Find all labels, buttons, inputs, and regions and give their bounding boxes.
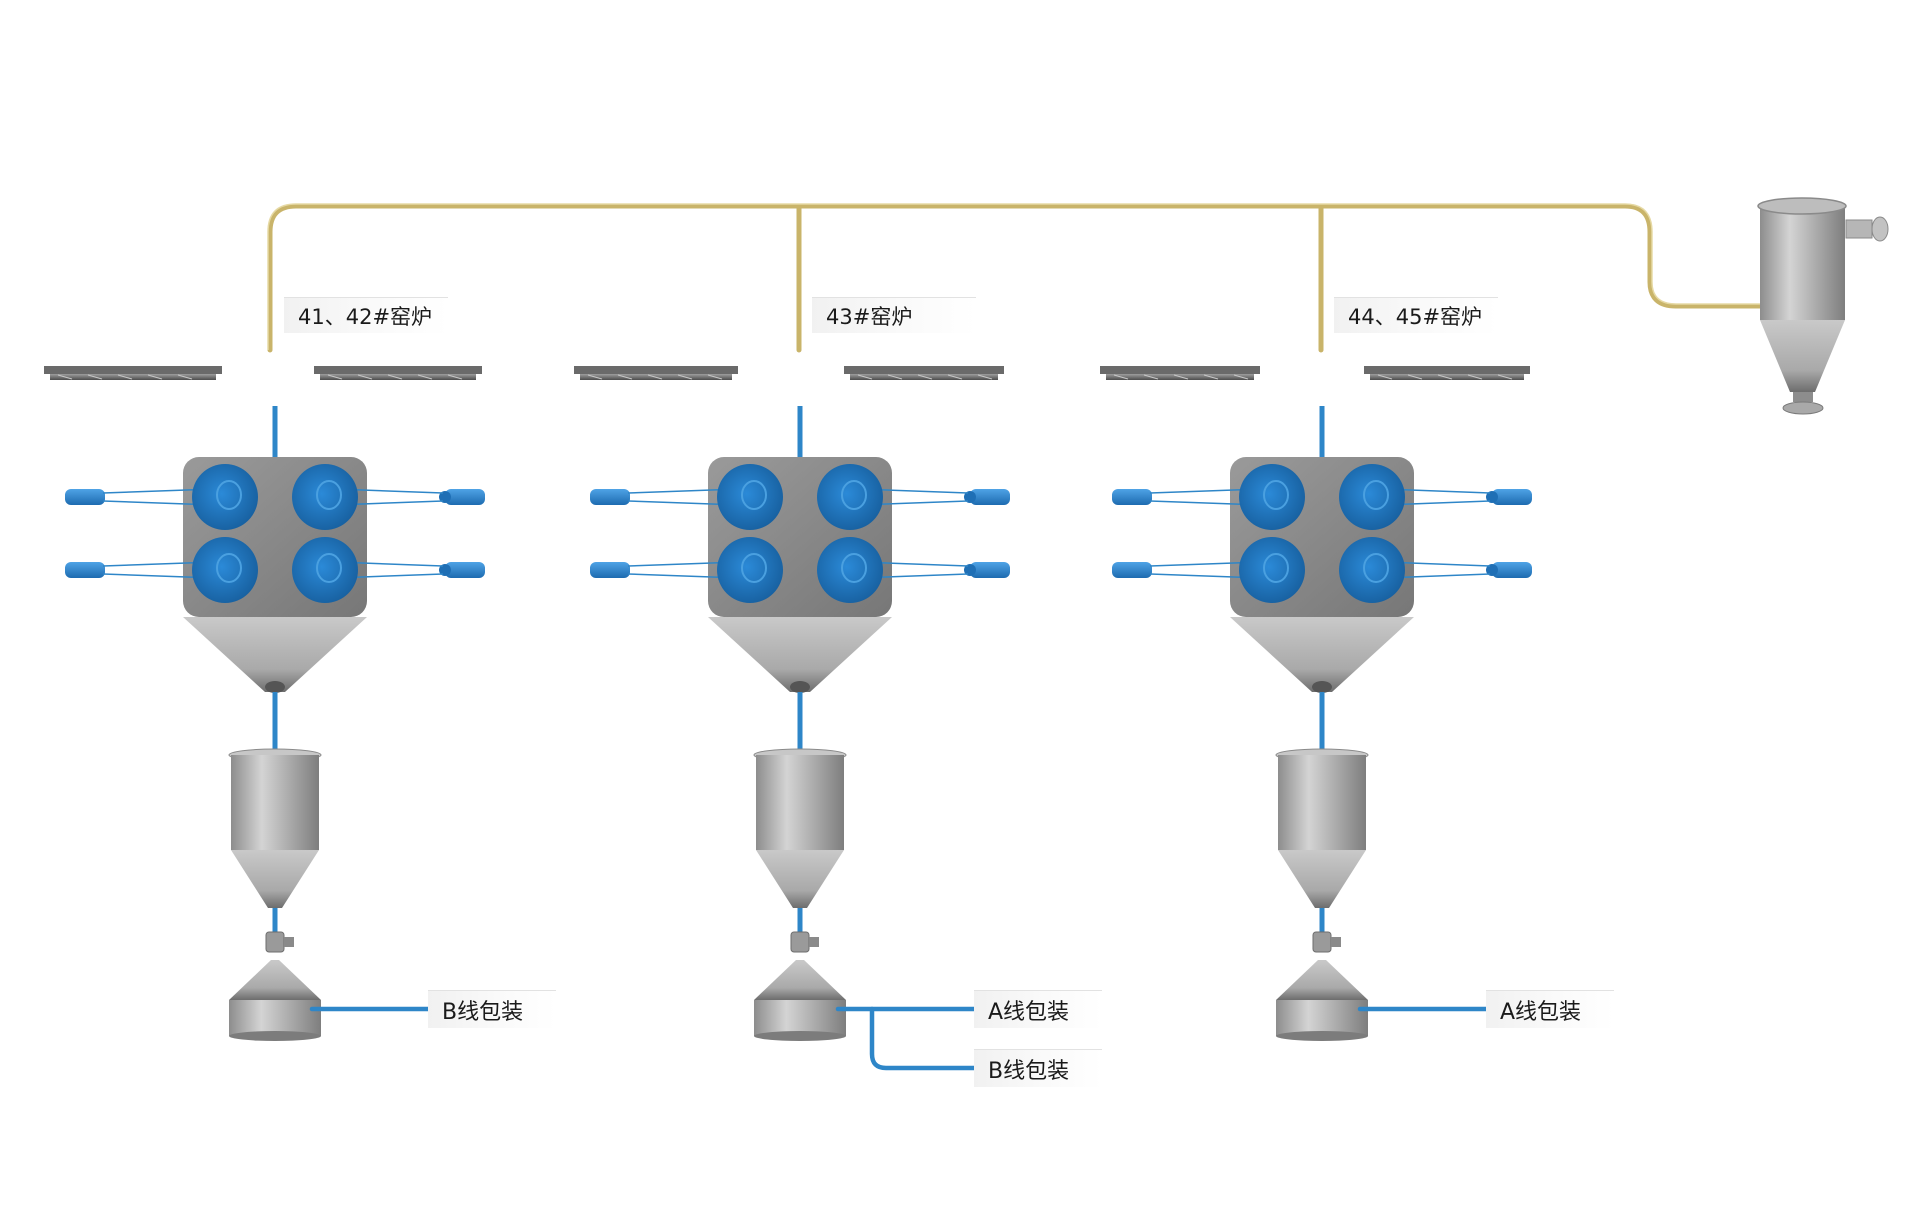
nozzle-left	[590, 489, 630, 505]
collector-body	[754, 1000, 846, 1036]
packaging-label-unit3-a: A线包装	[1486, 990, 1614, 1028]
cyclone-separator	[1757, 197, 1889, 415]
filter-drum	[1339, 537, 1405, 603]
packaging-label-unit2-b: B线包装	[974, 1049, 1102, 1087]
conveying-pipeline-highlight	[267, 203, 1760, 350]
collector-body	[229, 1000, 321, 1036]
filter-drum	[717, 537, 783, 603]
nozzle-left	[1112, 562, 1152, 578]
kiln-hoods	[44, 366, 1530, 380]
discharge-cone	[1230, 617, 1414, 692]
kiln-hood-slab	[844, 366, 1004, 380]
collector-body	[1276, 1000, 1368, 1036]
outlet-pipe-unit2-b	[869, 1006, 978, 1071]
dust-collector-unit-3	[1112, 406, 1532, 1041]
nozzle-left	[1112, 489, 1152, 505]
collector-cone	[229, 960, 321, 1000]
kiln-hood-slab	[44, 366, 222, 380]
nozzle-left	[590, 562, 630, 578]
hopper-body	[231, 755, 319, 850]
kiln-label-43: 43#窑炉	[812, 297, 976, 333]
filter-drum	[817, 464, 883, 530]
kiln-hood-slab	[1100, 366, 1260, 380]
hopper-cone	[231, 850, 319, 908]
kiln-hood-slab	[314, 366, 482, 380]
filter-drum	[1239, 464, 1305, 530]
filter-drum	[292, 464, 358, 530]
filter-drum	[1339, 464, 1405, 530]
kiln-hood-slab	[1364, 366, 1530, 380]
filter-drum	[192, 464, 258, 530]
filter-drum	[192, 537, 258, 603]
filter-drum	[1239, 537, 1305, 603]
nozzle-left	[65, 489, 105, 505]
nozzle-right	[1492, 489, 1532, 505]
discharge-cone	[708, 617, 892, 692]
valve-handle	[284, 937, 294, 947]
filter-drum	[817, 537, 883, 603]
dust-collector-unit-1	[65, 406, 485, 1041]
valve-handle	[809, 937, 819, 947]
valve	[265, 931, 285, 953]
hopper-body	[1278, 755, 1366, 850]
collector-cone	[1276, 960, 1368, 1000]
conveying-pipeline	[267, 203, 1763, 353]
discharge-cone	[183, 617, 367, 692]
collector-cone	[754, 960, 846, 1000]
packaging-label-unit1-b: B线包装	[428, 990, 556, 1028]
hopper-cone	[1278, 850, 1366, 908]
valve	[1312, 931, 1332, 953]
hopper-body	[756, 755, 844, 850]
kiln-hood-slab	[574, 366, 738, 380]
valve-handle	[1331, 937, 1341, 947]
nozzle-left	[65, 562, 105, 578]
nozzle-right	[1492, 562, 1532, 578]
kiln-label-44-45: 44、45#窑炉	[1334, 297, 1498, 333]
valve	[790, 931, 810, 953]
nozzle-right	[970, 562, 1010, 578]
outlet-pipes	[309, 1006, 1491, 1071]
dust-collection-units	[65, 406, 1532, 1041]
hopper-cone	[756, 850, 844, 908]
filter-drum	[717, 464, 783, 530]
nozzle-right	[970, 489, 1010, 505]
kiln-label-41-42: 41、42#窑炉	[284, 297, 448, 333]
packaging-label-unit2-a: A线包装	[974, 990, 1102, 1028]
filter-drum	[292, 537, 358, 603]
nozzle-right	[445, 562, 485, 578]
dust-collector-unit-2	[590, 406, 1010, 1041]
nozzle-right	[445, 489, 485, 505]
